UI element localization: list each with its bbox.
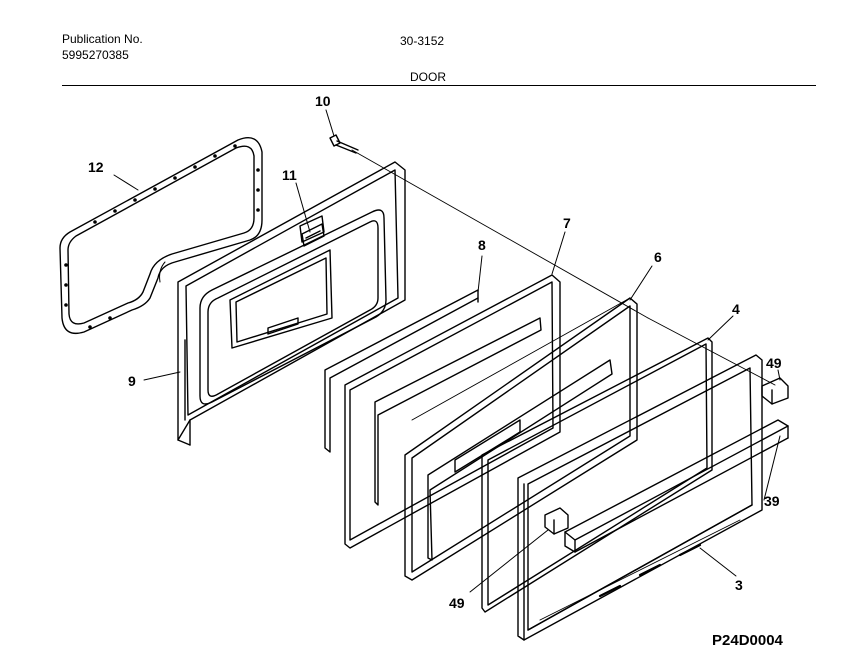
door-bracket <box>301 223 325 247</box>
header-divider <box>62 85 816 86</box>
publication-number: 5995270385 <box>62 48 129 62</box>
door-handle <box>564 419 789 553</box>
callout-4: 4 <box>732 301 740 317</box>
callout-49-left: 49 <box>449 595 465 611</box>
callout-12: 12 <box>88 159 104 175</box>
outer-door-frame <box>517 354 763 641</box>
callout-9: 9 <box>128 373 136 389</box>
door-gasket <box>59 137 263 335</box>
callout-numbers: 12 10 11 9 8 7 6 4 49 39 49 3 <box>88 93 782 611</box>
diagram-code: P24D0004 <box>712 632 783 649</box>
glass-retainer <box>404 297 638 581</box>
callout-7: 7 <box>563 215 571 231</box>
inner-glass-frame <box>344 274 561 549</box>
callout-11: 11 <box>282 167 297 183</box>
gasket-clips <box>64 144 260 329</box>
section-title: DOOR <box>410 70 446 84</box>
outer-glass-panel <box>481 337 713 613</box>
callout-49-right: 49 <box>766 355 782 371</box>
callout-39: 39 <box>764 493 780 509</box>
door-screw <box>329 134 359 154</box>
handle-end-cap-left <box>544 507 569 535</box>
document-code: 30-3152 <box>400 34 445 48</box>
callout-8: 8 <box>478 237 486 253</box>
callout-10: 10 <box>315 93 331 109</box>
callout-leaders <box>113 109 781 593</box>
callout-3: 3 <box>735 577 743 593</box>
publication-label: Publication No. <box>62 32 143 46</box>
inner-door-panel <box>177 161 406 446</box>
handle-end-cap-right <box>761 377 789 405</box>
callout-6: 6 <box>654 249 662 265</box>
